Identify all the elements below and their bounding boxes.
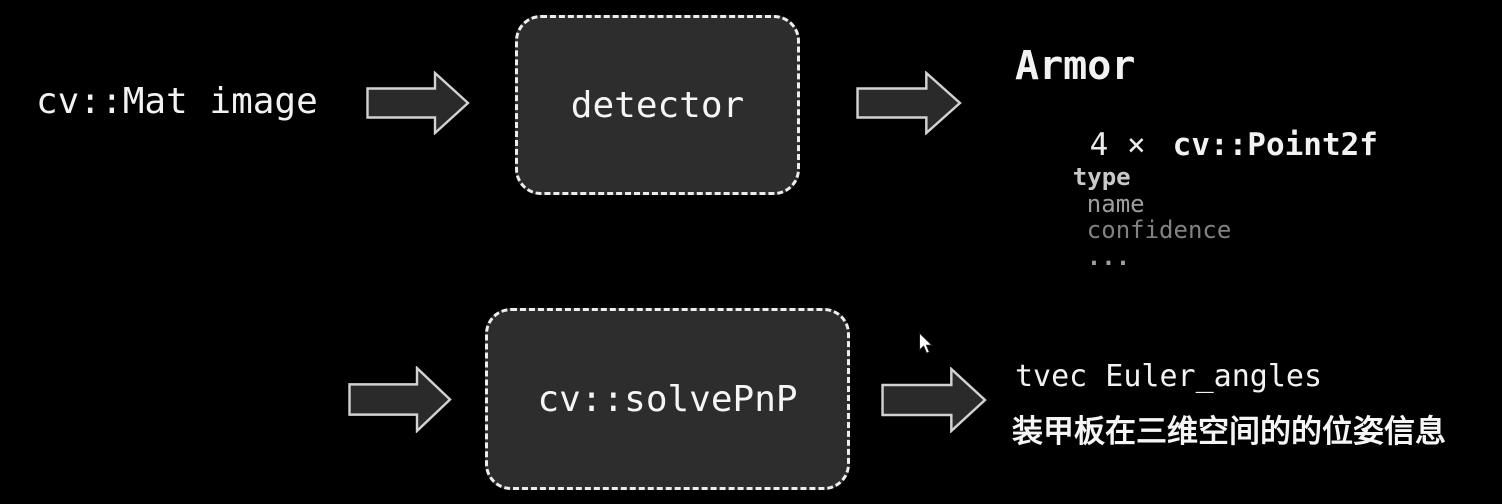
flow-arrow-icon: [856, 71, 962, 135]
flow-arrow-icon: [366, 71, 470, 135]
solvepnp-box-label: cv::solvePnP: [537, 378, 798, 420]
flow-arrow-icon: [881, 367, 987, 433]
detector-box-label: detector: [570, 84, 745, 126]
field-ellipsis: ...: [1086, 242, 1131, 271]
point-type: cv::Point2f: [1172, 127, 1378, 164]
armor-points-line: 4 × cv::Point2f: [1015, 94, 1378, 196]
pose-caption-chinese: 装甲板在三维空间的的位姿信息: [1012, 414, 1446, 450]
flow-arrow-icon: [348, 366, 452, 433]
armor-fields-line: type name confidence ...: [1015, 138, 1232, 296]
mouse-cursor-icon: [919, 332, 934, 354]
input-image-label: cv::Mat image: [36, 81, 318, 122]
detector-box: detector: [515, 15, 800, 195]
field-name: name: [1086, 189, 1145, 218]
armor-output-title: Armor: [1015, 43, 1136, 89]
field-type: type: [1072, 163, 1131, 192]
field-confidence: confidence: [1086, 216, 1232, 245]
solvepnp-box: cv::solvePnP: [485, 308, 850, 490]
pose-result-vars: tvec Euler_angles: [1015, 359, 1323, 394]
point-count: 4 ×: [1089, 127, 1146, 164]
